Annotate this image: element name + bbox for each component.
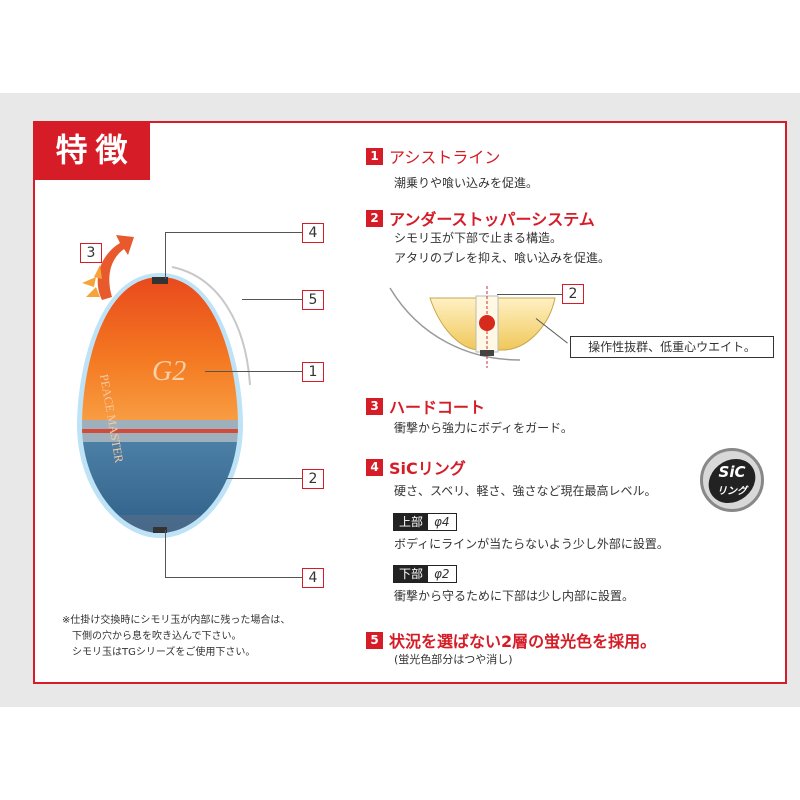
feature-2-heading: 2 アンダーストッパーシステム: [366, 206, 595, 230]
note-line: 下側の穴から息を吹き込んで下さい。: [62, 631, 242, 642]
feature-title: SiCリング: [389, 459, 466, 478]
feature-title: アンダーストッパーシステム: [389, 210, 595, 229]
callout-2: 2: [302, 469, 324, 489]
callout-4-top: 4: [302, 223, 324, 243]
leader-2: [226, 478, 302, 479]
usage-note: ※仕掛け交換時にシモリ玉が内部に残った場合は、 下側の穴から息を吹き込んで下さい…: [62, 613, 290, 661]
feature-5-desc: (蛍光色部分はつや消し): [394, 653, 513, 666]
feature-5-heading: 5 状況を選ばない2層の蛍光色を採用。: [366, 628, 656, 652]
feature-number-badge: 1: [366, 147, 383, 165]
callout-4-bottom: 4: [302, 568, 324, 588]
feature-3-heading: 3 ハードコート: [366, 394, 485, 418]
feature-title: ハードコート: [389, 398, 486, 417]
leader-5: [242, 299, 302, 300]
callout-2-diagram: 2: [562, 284, 584, 304]
section-title: 特徴: [33, 121, 150, 180]
sic-badge-line1: SiC: [718, 463, 746, 481]
ring-spec-value: φ2: [434, 567, 450, 581]
note-line: ※仕掛け交換時にシモリ玉が内部に残った場合は、: [62, 615, 291, 626]
top-ring-icon: [152, 277, 168, 284]
assist-line-arc: [171, 266, 251, 386]
feature-number-badge: 4: [366, 458, 383, 476]
leader-4-bottom-v: [165, 530, 166, 577]
ring-spec-upper: 上部 φ4: [393, 513, 457, 531]
leader-2-diagram: [497, 294, 562, 295]
feature-1-heading: 1 アシストライン: [366, 144, 500, 168]
feature-4-heading: 4 SiCリング: [366, 455, 466, 479]
float-illustration: PEACE MASTER G2: [77, 266, 251, 538]
leader-4-top-v: [165, 232, 166, 279]
callout-1: 1: [302, 362, 324, 382]
under-stopper-diagram: [389, 286, 556, 368]
feature-title: 状況を選ばない2層の蛍光色を採用。: [389, 632, 657, 651]
weight-label: 操作性抜群、低重心ウエイト。: [570, 336, 774, 358]
ring-spec-value: φ4: [434, 515, 450, 529]
leader-1: [205, 371, 302, 372]
feature-2-desc: シモリ玉が下部で止まる構造。 アタリのブレを抑え、喰い込みを促進。: [394, 228, 610, 268]
note-line: シモリ玉はTGシリーズをご使用下さい。: [62, 647, 256, 658]
feature-number-badge: 3: [366, 397, 383, 415]
sic-badge-line2: リング: [717, 486, 747, 497]
feature-3-desc: 衝撃から強力にボディをガード。: [394, 421, 573, 435]
feature-1-desc: 潮乗りや喰い込みを促進。: [394, 176, 539, 190]
desc-line: アタリのブレを抑え、喰い込みを促進。: [394, 251, 611, 265]
leader-4-bottom-h: [165, 577, 302, 578]
stopper-bead-icon: [479, 315, 495, 331]
feature-number-badge: 5: [366, 631, 383, 649]
callout-3: 3: [80, 243, 102, 263]
feature-number-badge: 2: [366, 209, 383, 227]
sic-ring-badge-icon: SiC リング: [700, 448, 764, 512]
bottom-ring-icon: [153, 527, 167, 533]
feature-4-desc: 硬さ、スベリ、軽さ、強さなど現在最高レベル。: [394, 484, 657, 498]
ring-spec-key: 下部: [394, 566, 429, 582]
ring-spec-upper-desc: ボディにラインが当たらないよう少し外部に設置。: [394, 537, 669, 551]
leader-4-top-h: [165, 232, 302, 233]
ring-spec-key: 上部: [394, 514, 429, 530]
callout-5: 5: [302, 290, 324, 310]
hard-coat-burst-icon: [82, 235, 134, 300]
ring-spec-lower: 下部 φ2: [393, 565, 457, 583]
ring-spec-lower-desc: 衝撃から守るために下部は少し内部に設置。: [394, 589, 635, 603]
desc-line: シモリ玉が下部で止まる構造。: [394, 231, 563, 245]
float-logo-text: G2: [152, 356, 186, 387]
feature-title: アシストライン: [389, 148, 501, 167]
